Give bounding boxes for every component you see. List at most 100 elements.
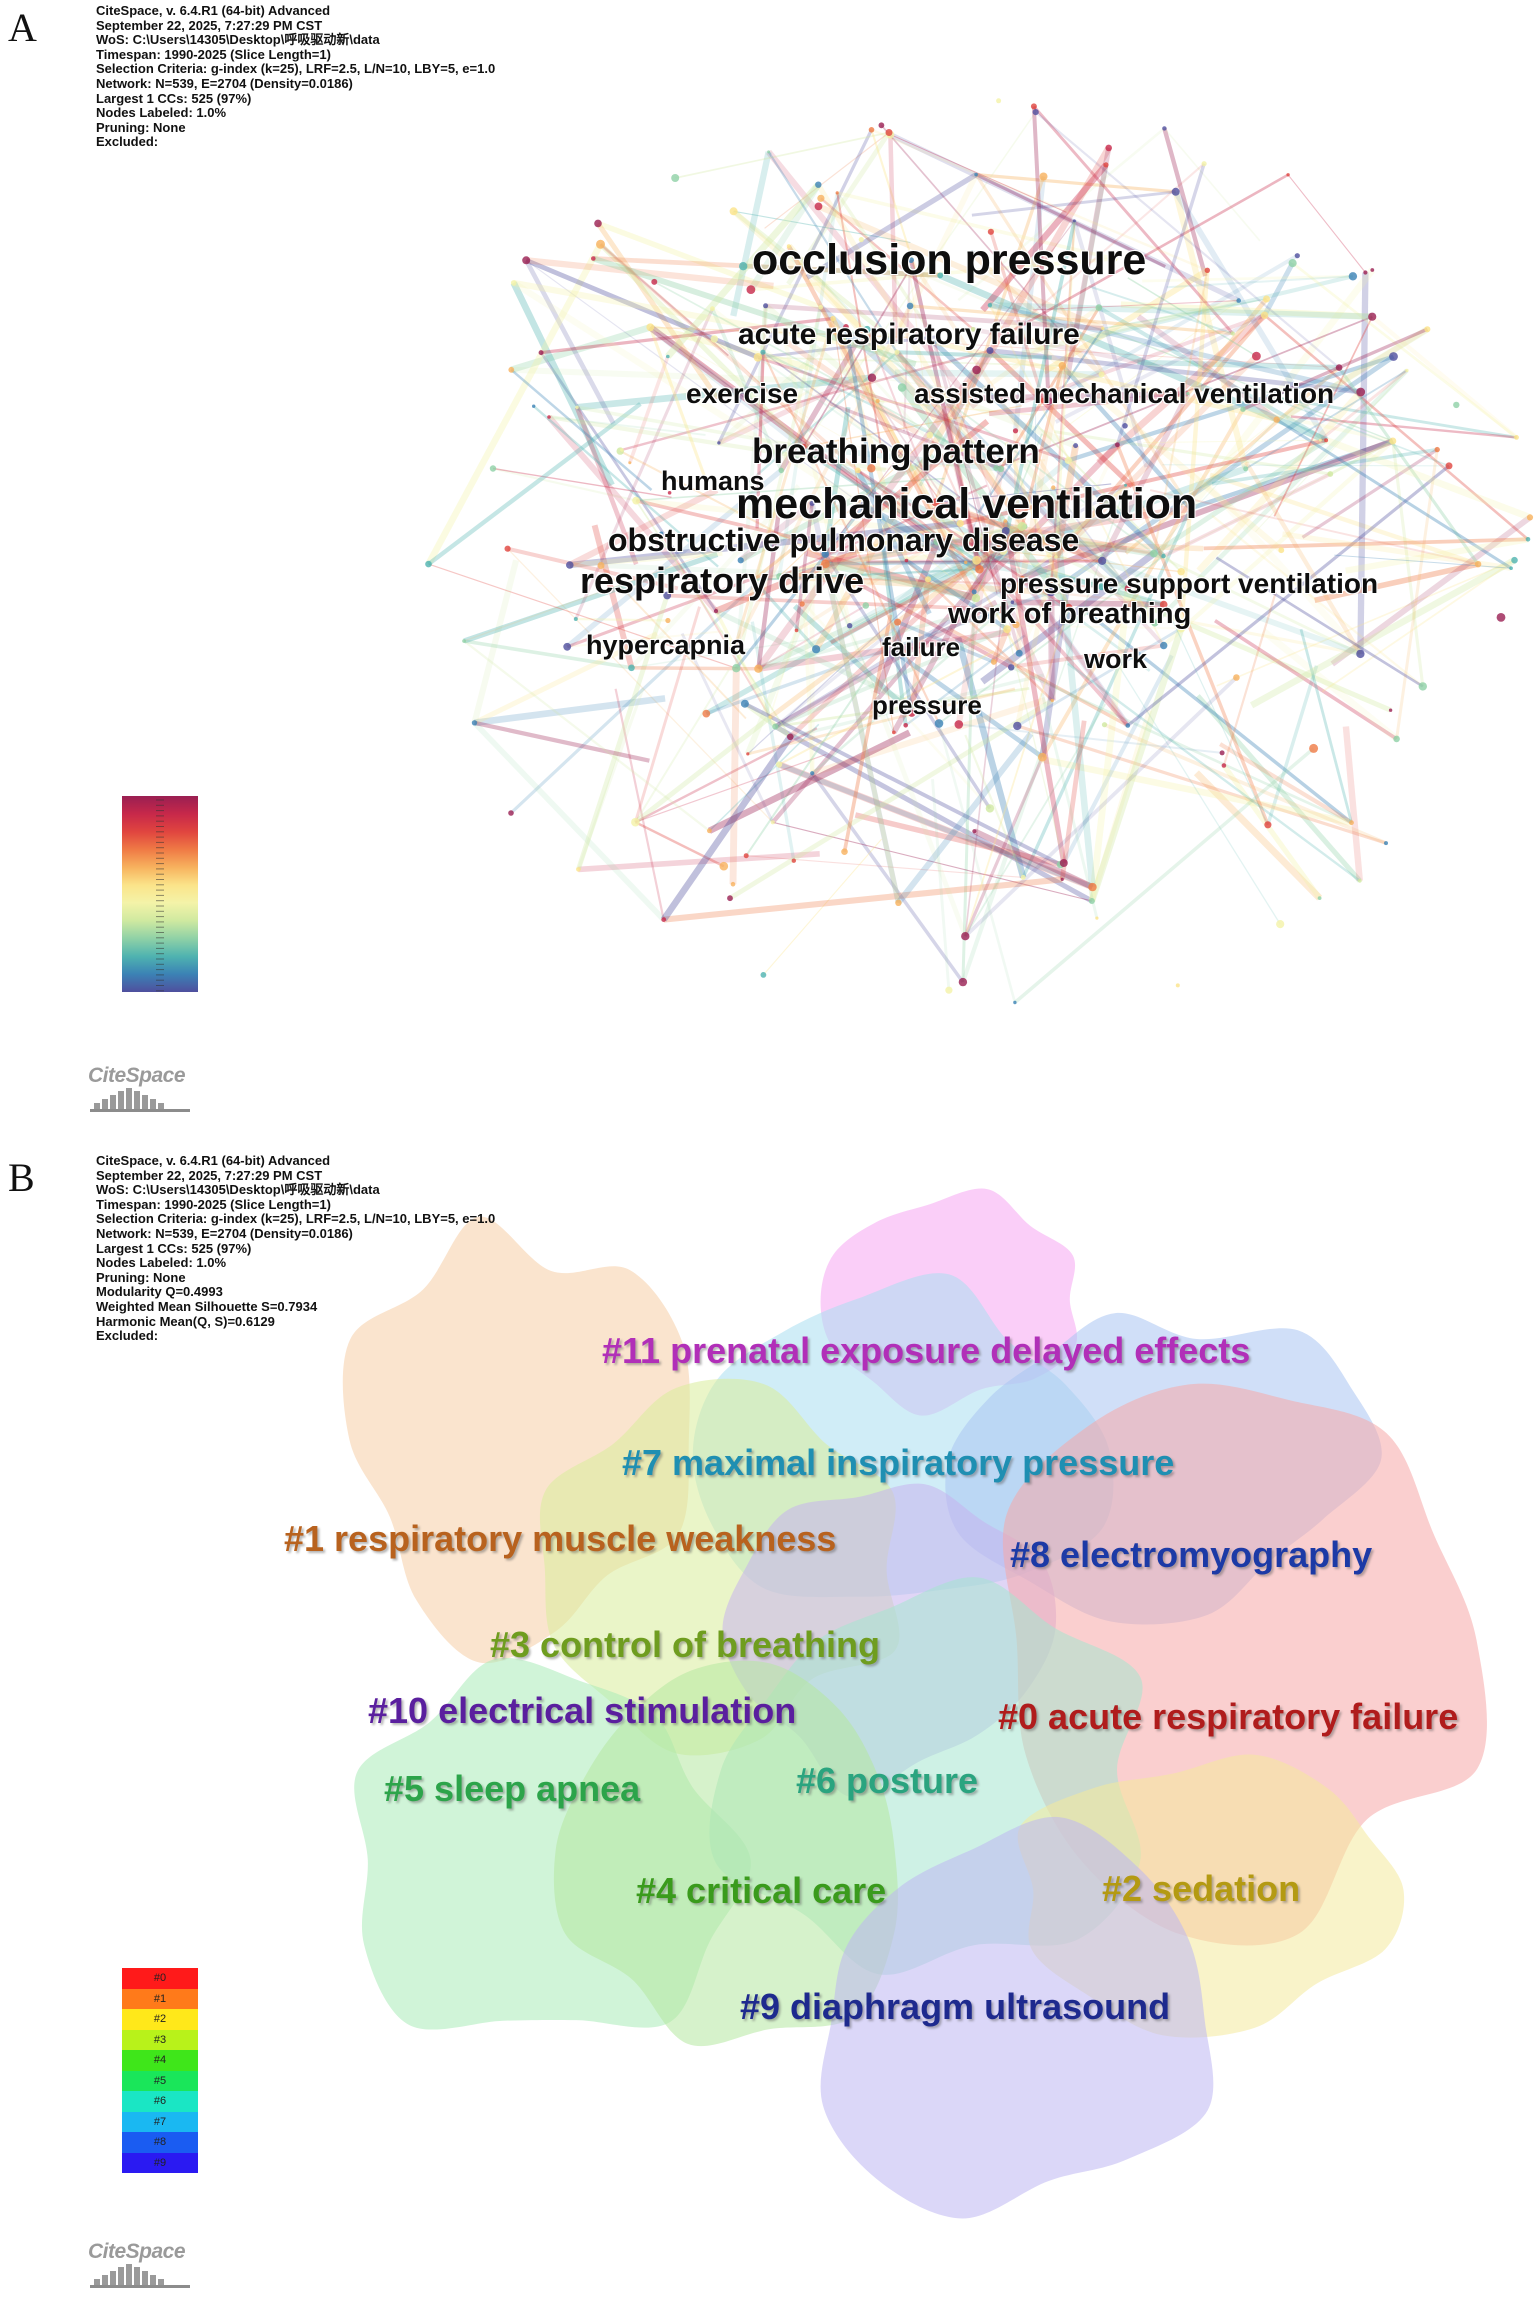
network-edge (938, 555, 1165, 725)
network-edge (472, 720, 666, 922)
network-node (1348, 272, 1358, 281)
network-edge (1261, 628, 1399, 742)
info-line: Excluded: (96, 134, 159, 150)
info-line: Network: N=539, E=2704 (Density=0.0186) (96, 75, 353, 91)
network-edge (753, 525, 1023, 581)
network-edge (1391, 440, 1425, 687)
network-edge (1395, 449, 1439, 740)
network-edge (1021, 438, 1394, 581)
network-edge (614, 688, 665, 920)
network-edge (894, 369, 1102, 378)
network-node (931, 340, 937, 345)
network-edge (717, 129, 873, 444)
network-edge (933, 342, 1024, 579)
network-edge (1334, 554, 1512, 569)
network-edge (909, 259, 1056, 485)
network-edge (1032, 300, 1239, 311)
network-edge (733, 210, 911, 244)
network-node (666, 354, 670, 359)
network-edge (1211, 447, 1438, 486)
network-edge (802, 588, 815, 774)
network-node (974, 172, 978, 177)
network-edge (510, 324, 652, 373)
network-node (1125, 723, 1131, 728)
network-node (717, 441, 721, 445)
network-node (986, 347, 994, 354)
network-edge (932, 340, 1166, 559)
network-edge (1370, 315, 1518, 440)
network-edge (966, 523, 1026, 544)
network-edge (972, 327, 1164, 370)
network-edge (964, 734, 1025, 878)
network-edge (757, 356, 1007, 532)
network-edge (1019, 365, 1066, 579)
network-edge (660, 734, 794, 922)
network-node (1526, 514, 1534, 521)
network-node (1064, 456, 1072, 464)
network-node (954, 720, 964, 729)
network-edge (593, 256, 941, 278)
network-edge (823, 563, 901, 904)
network-node (713, 609, 719, 614)
network-edge (909, 267, 1054, 331)
network-edge (895, 351, 1130, 590)
network-node (665, 617, 671, 624)
network-node (1233, 674, 1240, 681)
network-edge (1299, 628, 1353, 824)
network-edge (1281, 397, 1517, 439)
network-edge (756, 506, 782, 669)
network-edge (548, 416, 706, 436)
network-edge (863, 503, 961, 526)
network-edge (634, 606, 701, 823)
network-edge (961, 591, 976, 983)
network-node (1309, 743, 1319, 753)
network-node (732, 644, 738, 650)
network-edge (805, 172, 978, 280)
network-edge (819, 306, 1021, 654)
network-node (1020, 575, 1025, 581)
network-edge (735, 505, 866, 670)
info-line: Weighted Mean Silhouette S=0.7934 (96, 1298, 318, 1314)
network-edge (823, 419, 990, 557)
network-node (1001, 527, 1010, 535)
network-node (810, 771, 815, 776)
network-edge (1330, 515, 1532, 667)
network-edge (1133, 383, 1394, 443)
network-edge (978, 483, 1127, 571)
network-edge (717, 376, 859, 446)
network-edge (680, 632, 775, 823)
network-edge (879, 538, 908, 726)
network-node (894, 349, 900, 355)
network-edge (1097, 305, 1328, 442)
network-node (489, 465, 497, 472)
network-node (817, 194, 825, 202)
network-node (972, 365, 981, 375)
network-edge (1039, 582, 1071, 758)
network-edge (857, 459, 1046, 472)
network-edge (1172, 191, 1249, 470)
network-node (1003, 519, 1008, 523)
network-edge (708, 723, 820, 832)
network-edge (1149, 489, 1479, 566)
network-node (1013, 1000, 1017, 1005)
network-edge (905, 559, 1054, 702)
network-node (892, 730, 896, 735)
network-edge (509, 584, 755, 815)
network-node (628, 461, 632, 465)
network-node (1050, 698, 1054, 703)
network-edge (862, 503, 1037, 620)
network-edge (767, 151, 898, 353)
network-node (875, 398, 880, 404)
network-edge (876, 400, 962, 524)
network-node (1115, 442, 1120, 448)
network-edge (425, 242, 604, 566)
network-node (1159, 600, 1168, 609)
network-edge (1042, 267, 1209, 375)
network-edge (802, 444, 1005, 554)
network-edge (1136, 314, 1279, 422)
network-edge (1284, 326, 1430, 419)
network-node (1514, 435, 1519, 440)
network-edge (824, 220, 1075, 555)
network-node (1221, 763, 1227, 768)
network-edge (1127, 277, 1257, 357)
